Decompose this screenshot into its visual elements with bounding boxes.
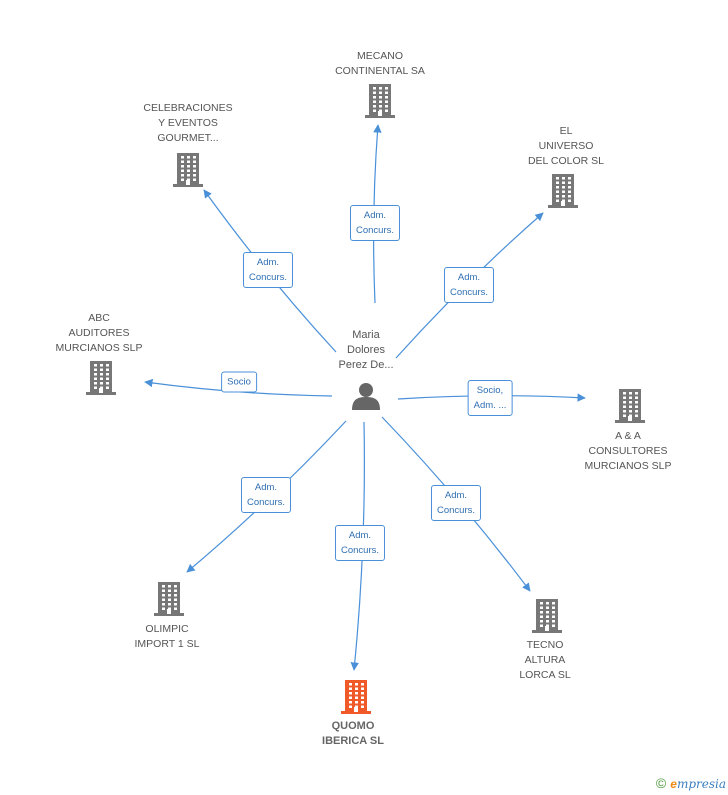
- edge-label-abc[interactable]: Socio: [221, 371, 257, 393]
- building-icon-quomo[interactable]: [341, 680, 371, 714]
- person-icon[interactable]: [352, 383, 380, 410]
- node-label-tecno[interactable]: TECNO ALTURA LORCA SL: [519, 639, 571, 681]
- edge-label-celebraciones[interactable]: Adm. Concurs.: [242, 252, 294, 288]
- edge-label-aa[interactable]: Socio, Adm. ...: [467, 380, 513, 416]
- copyright-symbol: ©: [655, 775, 667, 791]
- building-icon-aa[interactable]: [615, 389, 645, 423]
- node-label-abc[interactable]: ABC AUDITORES MURCIANOS SLP: [55, 312, 143, 354]
- node-label-olimpic[interactable]: OLIMPIC IMPORT 1 SL: [134, 623, 200, 650]
- edge-label-universo[interactable]: Adm. Concurs.: [443, 267, 495, 303]
- edge-label-olimpic[interactable]: Adm. Concurs.: [240, 477, 292, 513]
- node-label-mecano[interactable]: MECANO CONTINENTAL SA: [335, 50, 425, 77]
- brand-name: mpresia: [676, 777, 726, 791]
- edge-label-quomo[interactable]: Adm. Concurs.: [334, 525, 386, 561]
- edge-label-tecno[interactable]: Adm. Concurs.: [430, 485, 482, 521]
- node-label-quomo[interactable]: QUOMO IBERICA SL: [322, 720, 384, 747]
- center-person-label[interactable]: Maria Dolores Perez De...: [336, 328, 396, 373]
- node-label-aa[interactable]: A & A CONSULTORES MURCIANOS SLP: [584, 430, 672, 472]
- building-icon-universo[interactable]: [548, 174, 578, 208]
- nodes-layer: [86, 84, 645, 714]
- node-label-celebraciones[interactable]: CELEBRACIONES Y EVENTOS GOURMET...: [143, 102, 233, 144]
- building-icon-celebraciones[interactable]: [173, 153, 203, 187]
- node-label-universo[interactable]: EL UNIVERSO DEL COLOR SL: [527, 125, 605, 167]
- building-icon-olimpic[interactable]: [154, 582, 184, 616]
- building-icon-tecno[interactable]: [532, 599, 562, 633]
- brand-initial: e: [670, 777, 677, 791]
- footer-brand: ©empresia: [656, 775, 726, 791]
- building-icon-mecano[interactable]: [365, 84, 395, 118]
- building-icon-abc[interactable]: [86, 361, 116, 395]
- edge-label-mecano[interactable]: Adm. Concurs.: [349, 205, 401, 241]
